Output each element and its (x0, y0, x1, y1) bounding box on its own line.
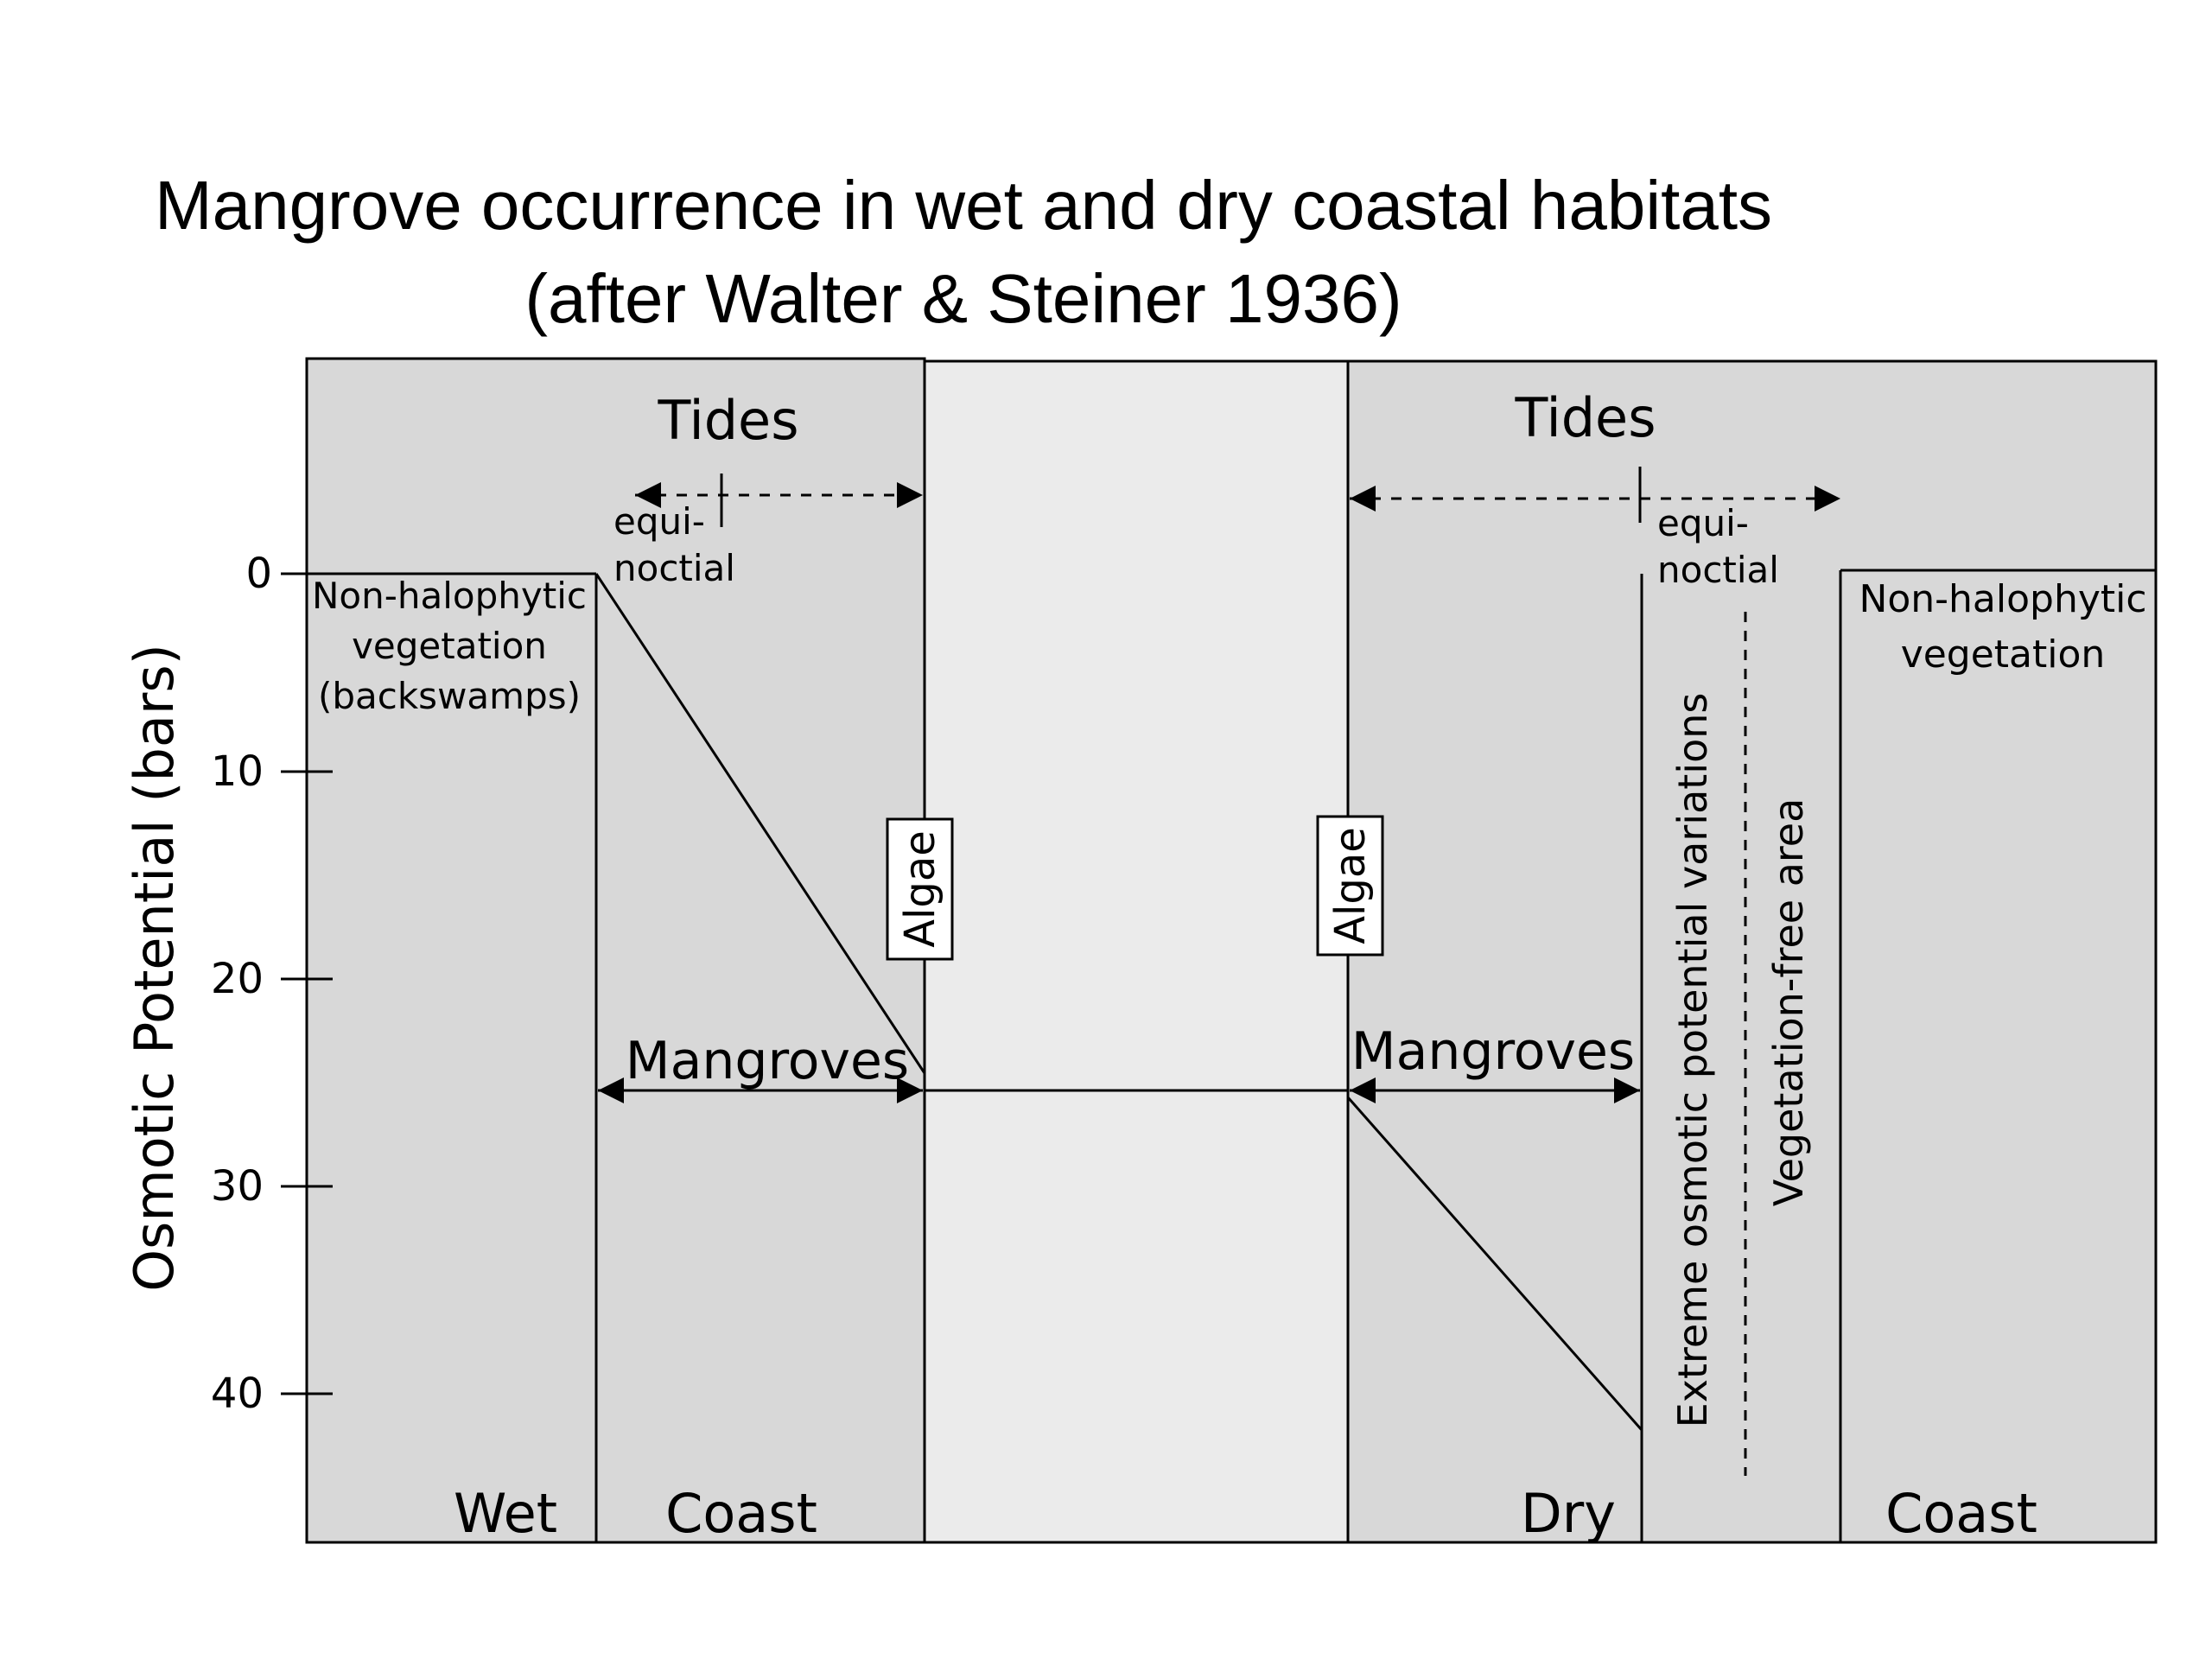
dry-gradient-line (1346, 1096, 1643, 1431)
diagram-subtitle: (after Walter & Steiner 1936) (524, 260, 1402, 337)
dry-vegfree-label: Vegetation-free area (1765, 798, 1812, 1207)
wet-nonhalo-line3: (backswamps) (318, 675, 581, 717)
wet-bottom-label: Wet (454, 1482, 557, 1545)
dry-equinoctial-text-2: noctial (1657, 549, 1779, 591)
dry-nonhalo-line1: Non-halophytic (1859, 577, 2146, 621)
y-axis (281, 572, 333, 1395)
diagram-title: Mangrove occurrence in wet and dry coast… (154, 167, 1773, 244)
dry-tides-label: Tides (1515, 386, 1656, 449)
wet-algae-label: Algae (896, 830, 944, 948)
wet-equinoctial-text-2: noctial (613, 547, 735, 589)
wet-algae-box (886, 817, 954, 961)
wet-nonhalo-line2: vegetation (352, 625, 547, 667)
dry-coast-label: Coast (1885, 1482, 2037, 1545)
y-tick-40: 40 (211, 1370, 264, 1418)
dry-algae-box (1316, 815, 1384, 957)
dry-equinoctial-text-1: equi- (1657, 502, 1749, 544)
dry-extreme-label: Extreme osmotic potential variations (1669, 693, 1716, 1428)
y-tick-0: 0 (245, 550, 272, 598)
dry-mangroves-label: Mangroves (1351, 1021, 1635, 1082)
wet-panel (305, 357, 926, 1544)
wet-nonhalo-line1: Non-halophytic (312, 575, 587, 617)
dry-algae-label: Algae (1326, 827, 1375, 944)
y-tick-20: 20 (211, 955, 264, 1003)
middle-panel (923, 359, 1350, 1544)
wet-gradient-line (594, 573, 926, 1074)
wet-coast-label: Coast (665, 1482, 817, 1545)
dry-bottom-label: Dry (1521, 1482, 1616, 1545)
dry-panel (1346, 359, 2158, 1544)
y-axis-label: Osmotic Potential (bars) (123, 644, 186, 1292)
y-tick-10: 10 (211, 747, 264, 796)
wet-tides-label: Tides (658, 389, 799, 452)
wet-equinoctial-text-1: equi- (613, 500, 705, 543)
dry-nonhalo-line2: vegetation (1901, 632, 2106, 677)
wet-mangroves-label: Mangroves (626, 1031, 909, 1091)
y-tick-30: 30 (211, 1162, 264, 1211)
